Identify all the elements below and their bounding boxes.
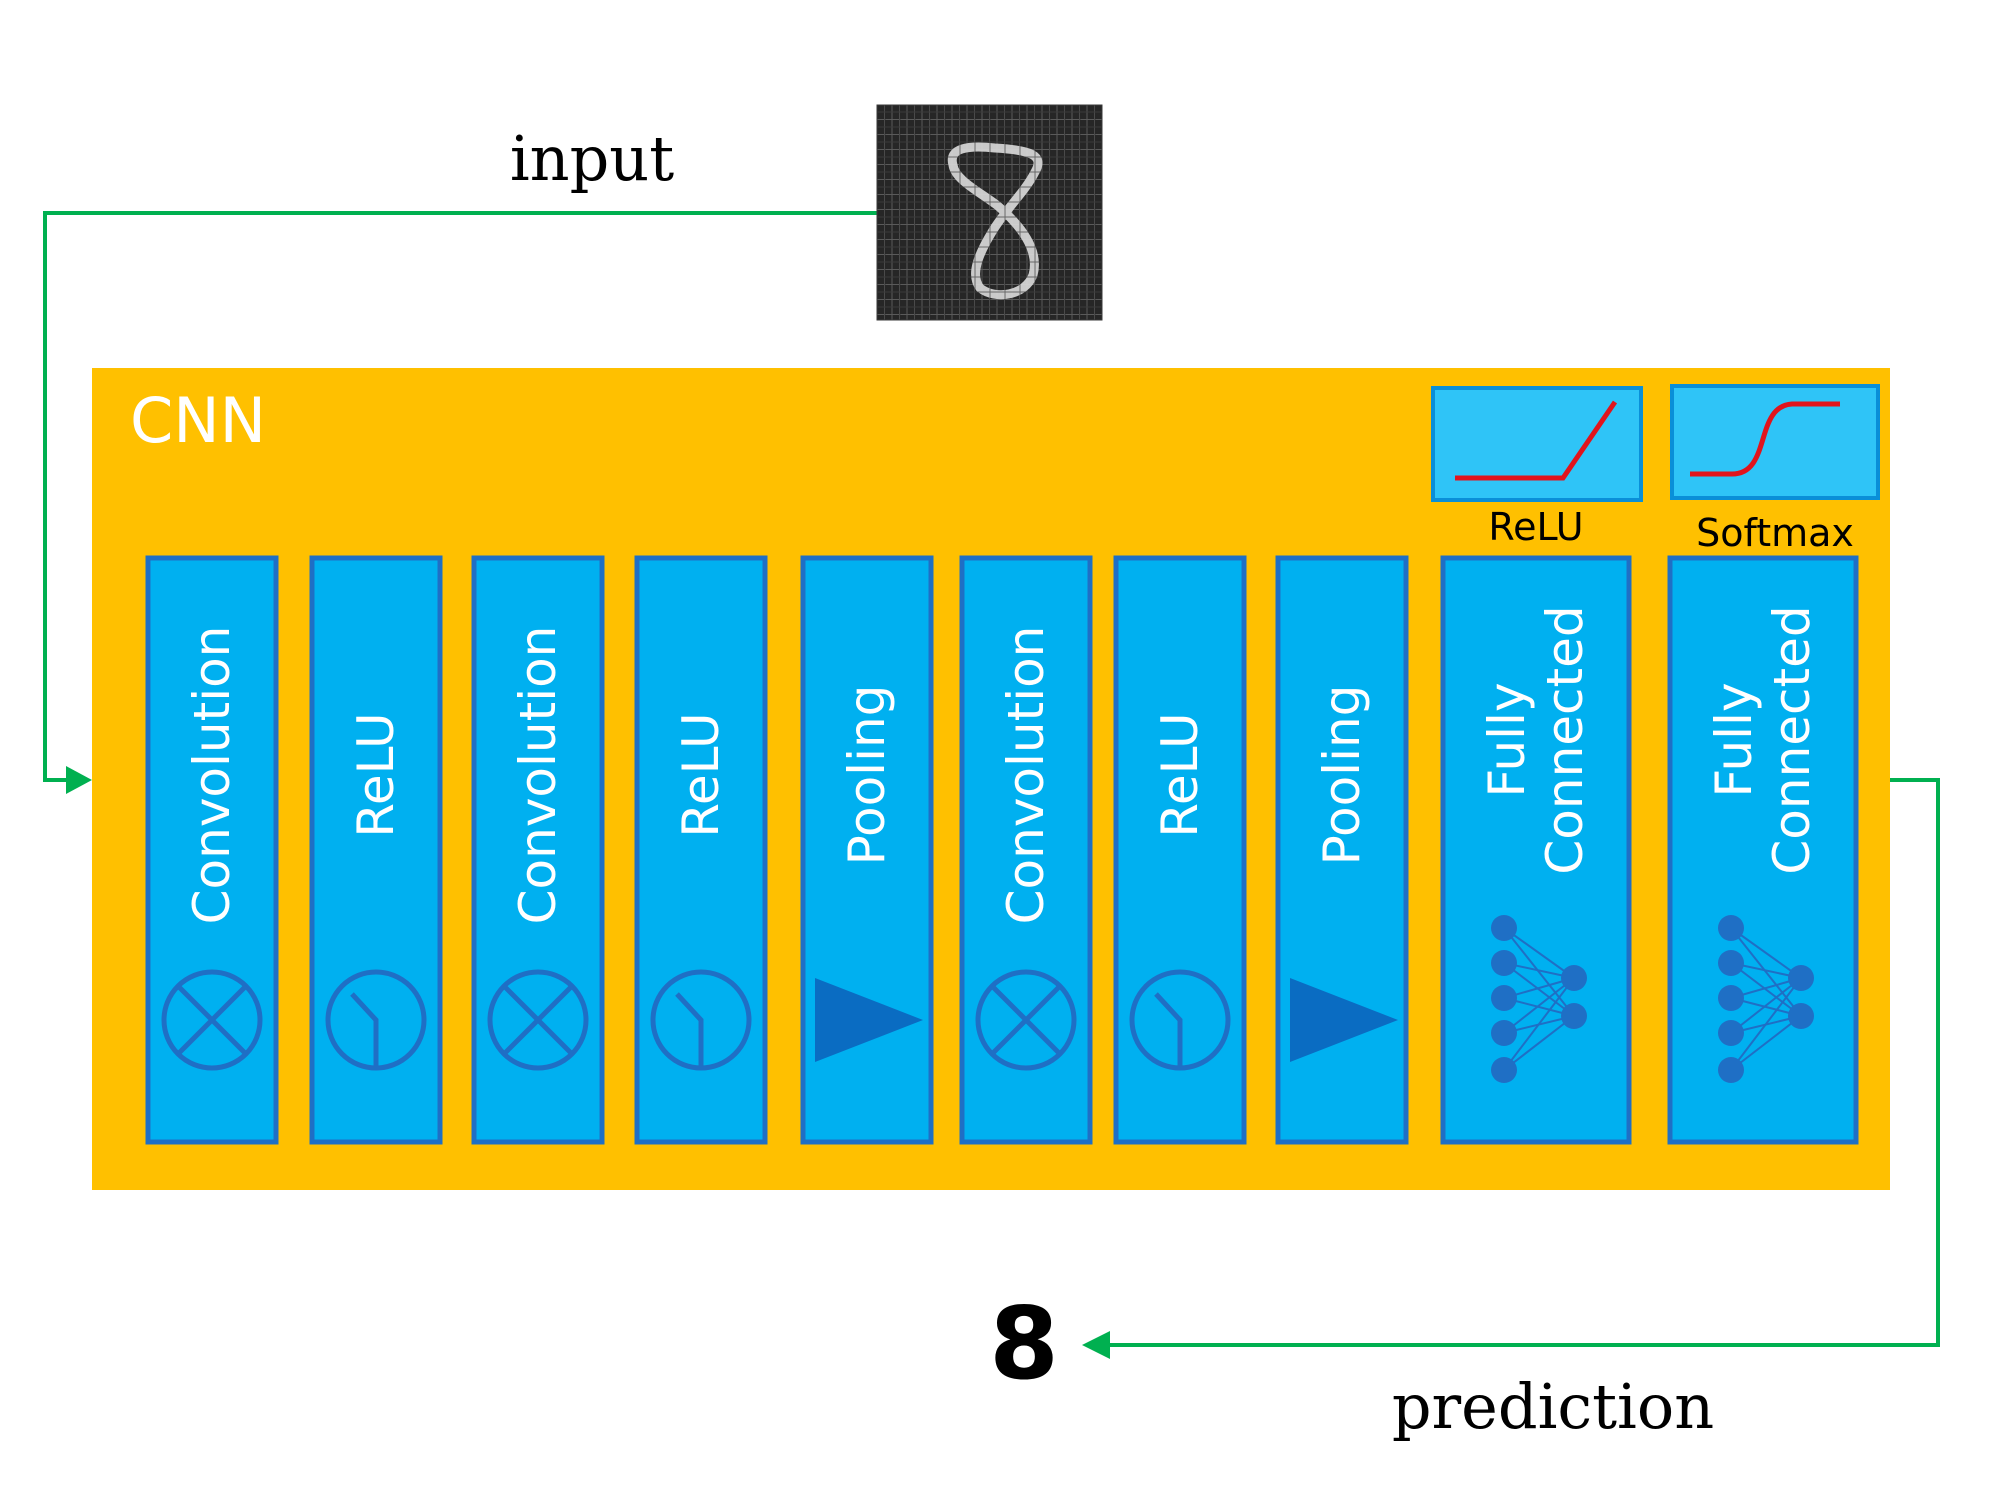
layer-label-line: Fully (1478, 682, 1536, 797)
prediction-value: 8 (989, 1285, 1059, 1402)
layer-label: ReLU (1151, 712, 1209, 837)
prediction-label: prediction (1392, 1370, 1714, 1443)
relu-icon (650, 969, 752, 1071)
activation-functions: ReLU Softmax (1431, 384, 1880, 555)
layer-relu: ReLU (634, 555, 768, 1145)
prediction-arrowhead (1082, 1331, 1110, 1359)
relu-curve-icon (1455, 400, 1618, 481)
neural-network-icon (1491, 915, 1587, 1083)
layer-label-line: Convolution (509, 626, 567, 925)
layer-label-line: ReLU (672, 712, 730, 837)
layer-label: Pooling (1313, 685, 1371, 866)
layer-label-line: ReLU (1151, 712, 1209, 837)
layer-label: Pooling (838, 685, 896, 866)
activation-label: Softmax (1696, 511, 1854, 555)
convolution-icon (975, 969, 1077, 1071)
layer-label: ReLU (347, 712, 405, 837)
layer-stack: Convolution ReLU Convolution ReLU Pooling Con… (145, 555, 1859, 1145)
relu-icon (1129, 969, 1231, 1071)
relu-icon (325, 969, 427, 1071)
activation-label: ReLU (1488, 505, 1583, 549)
pooling-icon (815, 978, 923, 1062)
layer-fully-connected: FullyConnected (1440, 555, 1632, 1145)
layer-label-line: Fully (1705, 682, 1763, 797)
input-label: input (510, 122, 674, 195)
activation-box (1431, 386, 1643, 502)
layer-label: Convolution (183, 626, 241, 925)
layer-label-line: Connected (1763, 605, 1821, 874)
activation-relu: ReLU (1431, 386, 1643, 549)
layer-label-line: Convolution (183, 626, 241, 925)
input-arrowhead (66, 766, 92, 794)
layer-pooling: Pooling (800, 555, 934, 1145)
layer-fully-connected: FullyConnected (1667, 555, 1859, 1145)
input-image (876, 104, 1103, 321)
layer-label: Convolution (509, 626, 567, 925)
sigmoid-curve-icon (1690, 401, 1840, 477)
convolution-icon (487, 969, 589, 1071)
layer-convolution: Convolution (145, 555, 279, 1145)
cnn-label: CNN (130, 384, 266, 457)
activation-softmax: Softmax (1670, 384, 1880, 555)
layer-convolution: Convolution (471, 555, 605, 1145)
pooling-icon (1290, 978, 1398, 1062)
layer-label: ReLU (672, 712, 730, 837)
input-arrow (43, 211, 877, 782)
layer-pooling: Pooling (1275, 555, 1409, 1145)
convolution-icon (161, 969, 263, 1071)
prediction-arrow (1098, 778, 1940, 1347)
layer-convolution: Convolution (959, 555, 1093, 1145)
layer-relu: ReLU (309, 555, 443, 1145)
layer-label-line: Pooling (1313, 685, 1371, 866)
layer-label-line: ReLU (347, 712, 405, 837)
activation-box (1670, 384, 1880, 500)
neural-network-icon (1718, 915, 1814, 1083)
layer-label-line: Convolution (997, 626, 1055, 925)
layer-label: Convolution (997, 626, 1055, 925)
layer-label-line: Pooling (838, 685, 896, 866)
layer-label: FullyConnected (1478, 605, 1594, 874)
layer-relu: ReLU (1113, 555, 1247, 1145)
layer-label: FullyConnected (1705, 605, 1821, 874)
layer-label-line: Connected (1536, 605, 1594, 874)
